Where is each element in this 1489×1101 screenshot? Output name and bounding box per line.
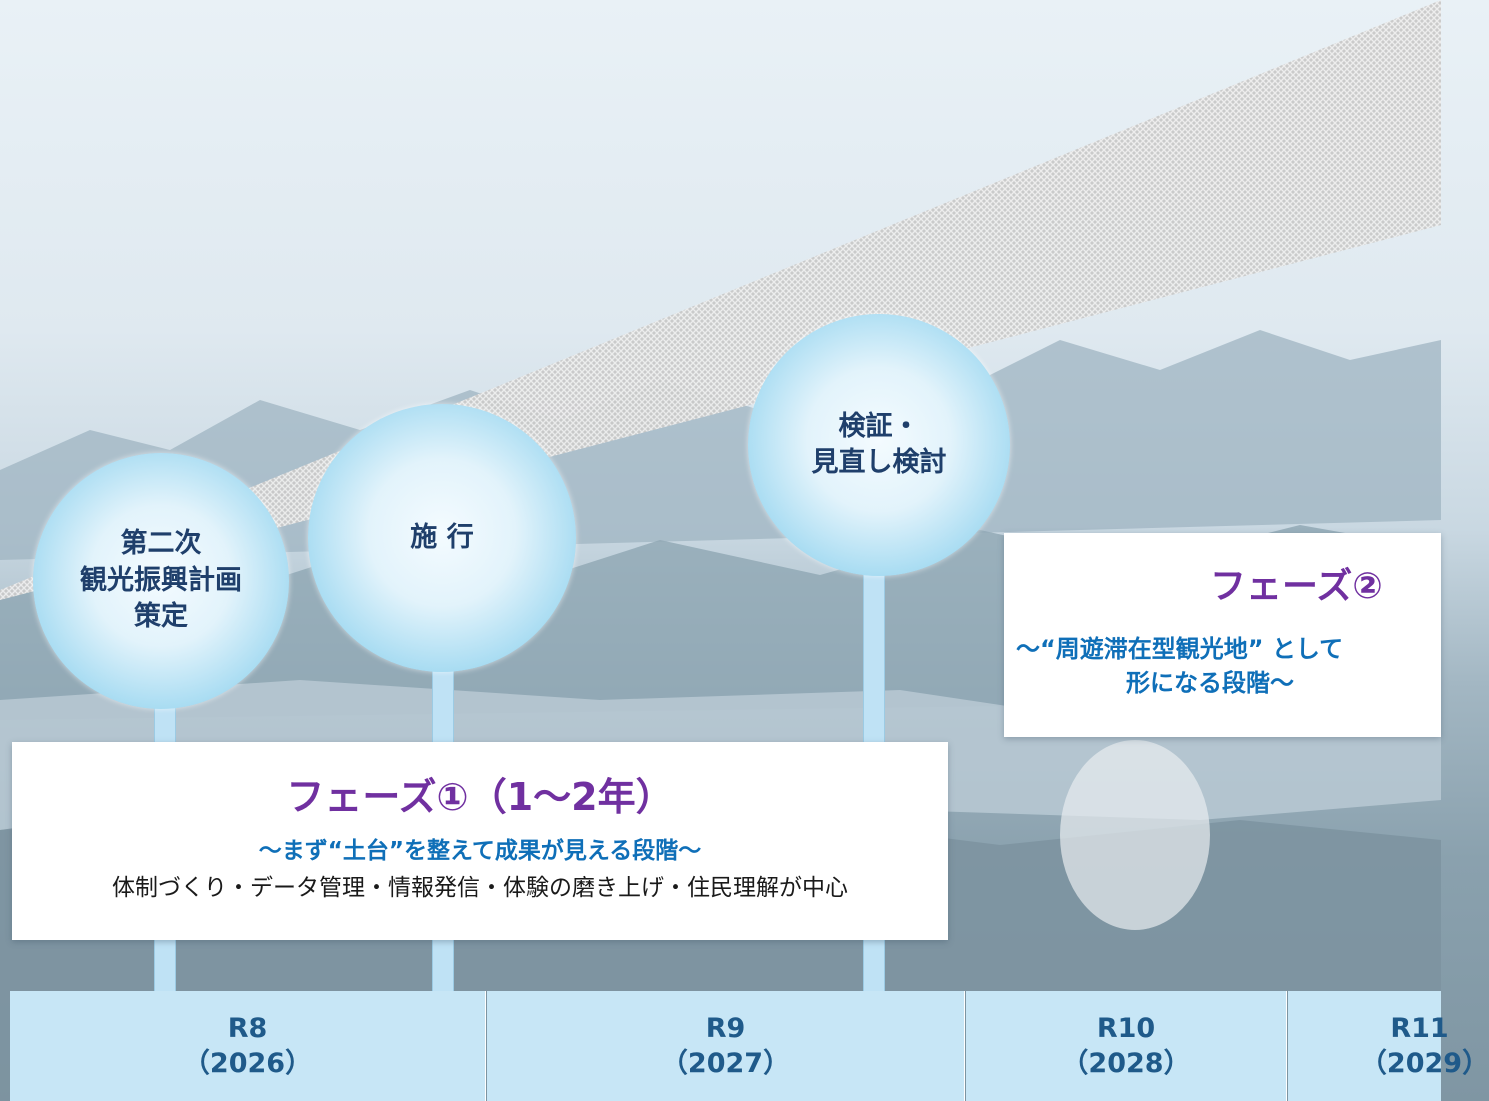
year-western: （2029）	[1359, 1048, 1489, 1079]
year-western: （2027）	[660, 1048, 791, 1079]
milestone-review: 検証・ 見直し検討	[748, 314, 1010, 576]
phase1-subtitle: ～まず“土台”を整えて成果が見える段階～	[258, 838, 702, 864]
phase2-subtitle-line1: ～“周遊滞在型観光地” として	[1016, 635, 1344, 663]
timeline-year-r8: R8 （2026）	[10, 991, 486, 1101]
year-label: R11	[1390, 1012, 1449, 1044]
phase2-box: フェーズ② ～“周遊滞在型観光地” として 形になる段階～	[1004, 533, 1441, 737]
timeline-year-r11: R11 （2029）	[1288, 991, 1489, 1101]
year-label: R9	[705, 1012, 746, 1044]
snow-slope	[1060, 740, 1210, 930]
phase1-box: フェーズ①（1～2年） ～まず“土台”を整えて成果が見える段階～ 体制づくり・デ…	[12, 742, 948, 940]
milestone-label: 第二次 観光振興計画 策定	[80, 528, 242, 633]
timeline-year-r10: R10 （2028）	[966, 991, 1287, 1101]
phase1-title: フェーズ①（1～2年）	[286, 775, 674, 819]
phase2-title: フェーズ②	[1210, 566, 1383, 607]
year-label: R8	[227, 1012, 268, 1044]
milestone-plan-formulation: 第二次 観光振興計画 策定	[33, 453, 289, 709]
milestone-enforcement: 施 行	[308, 404, 576, 672]
year-western: （2028）	[1061, 1048, 1191, 1079]
year-western: （2026）	[182, 1048, 313, 1079]
milestone-label: 施 行	[410, 521, 474, 553]
milestone-label: 検証・ 見直し検討	[811, 410, 947, 478]
phase1-description: 体制づくり・データ管理・情報発信・体験の磨き上げ・住民理解が中心	[112, 875, 848, 901]
phase2-subtitle-line2: 形になる段階～	[1126, 669, 1294, 697]
timeline-year-r9: R9 （2027）	[487, 991, 965, 1101]
year-label: R10	[1096, 1012, 1156, 1044]
